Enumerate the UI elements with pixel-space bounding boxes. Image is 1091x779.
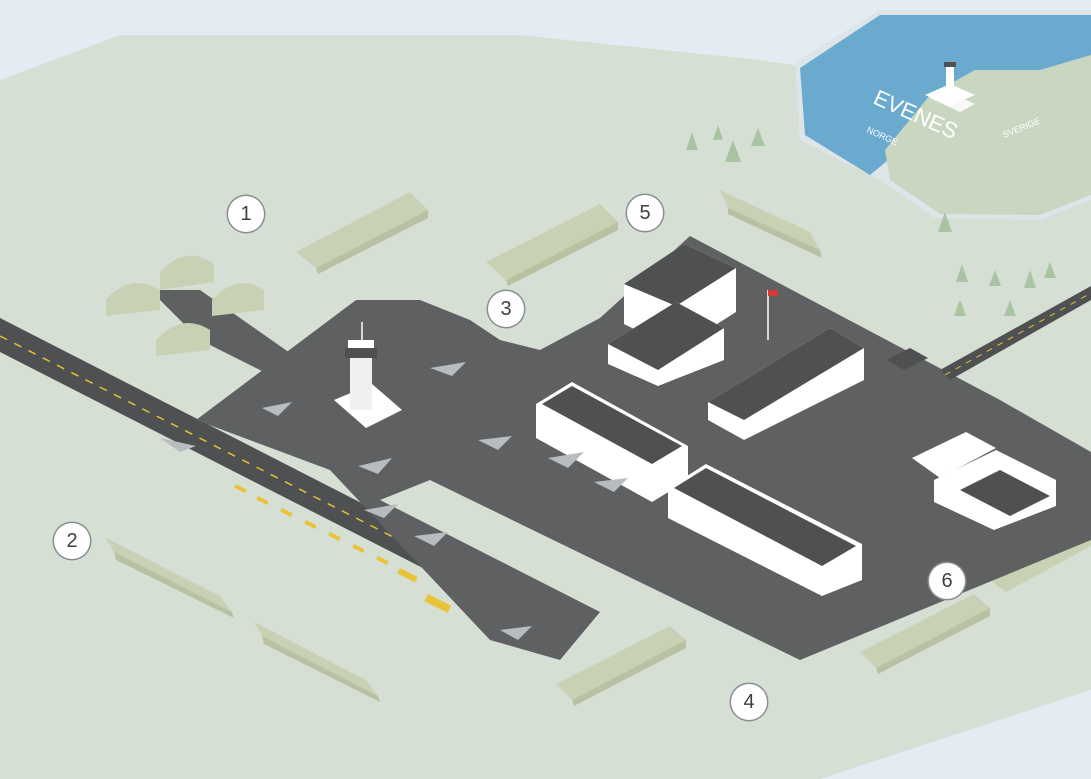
trees <box>686 125 1056 316</box>
callout-4[interactable]: 4 <box>733 686 765 718</box>
control-tower <box>334 322 402 428</box>
aircraft-shelters <box>106 255 264 356</box>
location-inset-map: EVENES NORGE SVERIGE <box>795 10 1091 220</box>
flag <box>767 290 778 340</box>
aircraft <box>160 362 628 640</box>
callout-2[interactable]: 2 <box>56 525 88 557</box>
callout-3[interactable]: 3 <box>490 293 522 325</box>
callout-5[interactable]: 5 <box>629 197 661 229</box>
buildings <box>536 244 1056 596</box>
hangar-taxiway <box>150 290 300 375</box>
earth-berms <box>106 190 1091 706</box>
callout-6[interactable]: 6 <box>931 565 963 597</box>
callout-1[interactable]: 1 <box>230 198 262 230</box>
sea-bottom-right <box>820 690 1091 779</box>
